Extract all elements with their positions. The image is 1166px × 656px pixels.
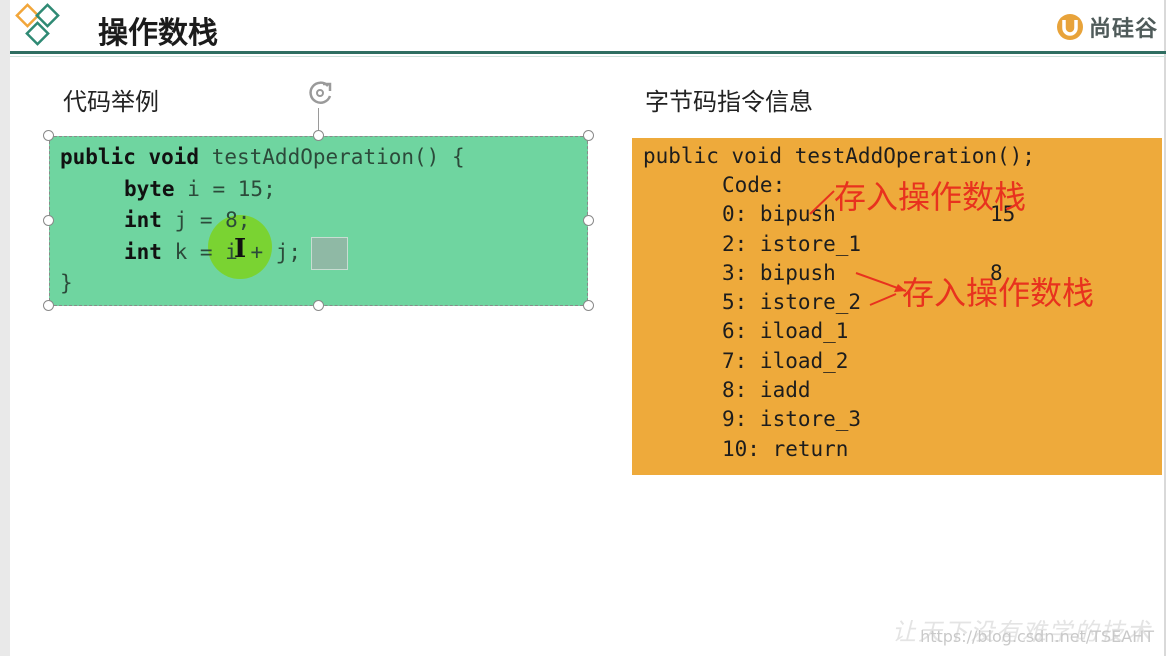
bytecode-operand: 8 [990,261,1003,285]
code-text: } [60,271,73,295]
u-badge-icon [1056,14,1083,40]
resize-handle-bottom[interactable] [313,300,324,311]
annotation-push-stack: 存入操作数栈 [902,274,1095,312]
rotate-icon[interactable] [304,78,338,108]
brand-logo: 尚硅谷 [1055,10,1158,44]
bytecode-header: public void testAddOperation(); [643,144,1035,168]
bytecode-info-label: 字节码指令信息 [645,88,813,116]
code-line-3: int j = 8; [124,207,250,233]
text-cursor-icon: I [234,234,247,264]
slogan-watermark: 让天下没有难学的技术 [892,618,1152,646]
bytecode-instruction: 10: return [722,437,849,461]
bytecode-instruction: 9: istore_3 [722,407,862,431]
slide-right-edge [1164,0,1166,656]
code-line-1: public void testAddOperation() { [60,144,465,170]
resize-handle-top[interactable] [313,130,324,141]
brand-name: 尚硅谷 [1088,17,1158,42]
annotation-push-stack: 存入操作数栈 [834,178,1027,216]
resize-handle-right[interactable] [583,215,594,226]
bytecode-box [632,138,1162,475]
code-keyword: public void [60,145,200,169]
code-keyword: int [124,208,162,232]
logo-diamonds-icon [15,3,60,46]
code-line-4: int k = i + j; [124,239,301,265]
bytecode-instruction: 2: istore_1 [722,232,862,256]
bytecode-instruction: 6: iload_1 [722,319,849,343]
resize-handle-top-right[interactable] [583,130,594,141]
resize-handle-top-left[interactable] [43,130,54,141]
rotate-handle-stem [318,108,319,135]
bytecode-instruction: 7: iload_2 [722,349,849,373]
bytecode-instruction: 0: bipush [722,202,836,226]
code-line-2: byte i = 15; [124,176,276,202]
code-keyword: byte [124,177,175,201]
bytecode-instruction: 8: iadd [722,378,811,402]
code-text: i + [225,240,276,264]
code-text: testAddOperation() { [199,145,465,169]
header-divider [10,51,1166,54]
code-keyword: int [124,240,162,264]
resize-handle-bottom-right[interactable] [583,300,594,311]
bytecode-operand: 15 [990,202,1016,226]
code-line-5: } [60,270,73,296]
resize-handle-left[interactable] [43,215,54,226]
slide-left-edge [0,0,10,656]
code-textbox[interactable] [49,136,588,306]
code-text: i = 15; [174,177,276,201]
header-divider-thin [10,56,1166,57]
resize-handle-bottom-left[interactable] [43,300,54,311]
selected-code-text: j; [275,240,302,264]
code-text: k = [161,240,226,264]
page-title: 操作数栈 [98,16,218,51]
url-watermark: https://blog.csdn.net/TSEAHT [920,627,1154,646]
bytecode-code-label: Code: [722,173,786,197]
text-selection [311,237,348,270]
code-example-label: 代码举例 [63,88,159,116]
code-text: j = 8; [161,208,251,232]
bytecode-instruction: 5: istore_2 [722,290,862,314]
cursor-highlight [208,215,272,279]
bytecode-instruction: 3: bipush [722,261,836,285]
